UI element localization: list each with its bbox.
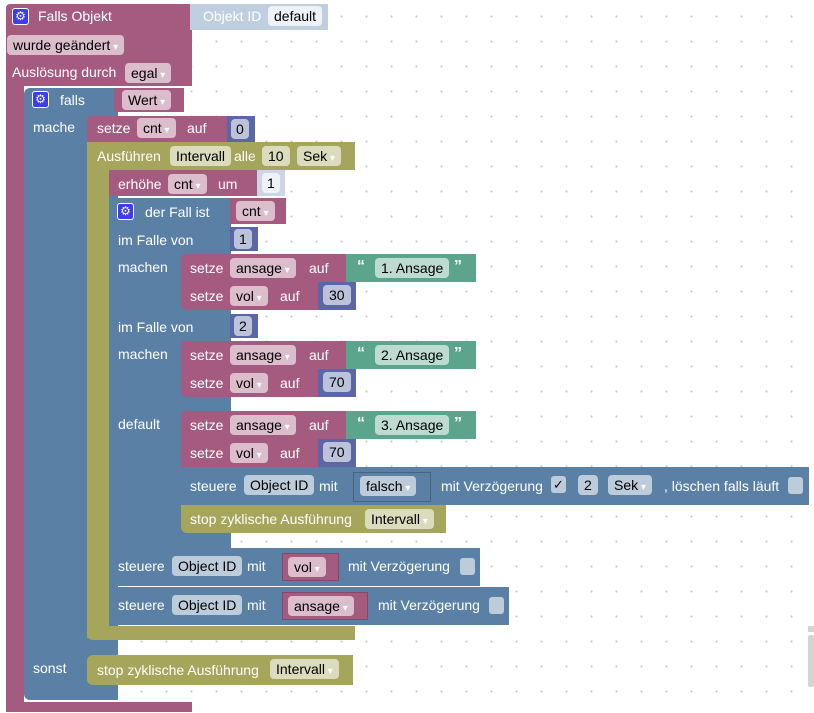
control-label: steuere xyxy=(118,597,165,613)
object-id-value[interactable]: default xyxy=(268,6,323,26)
vol-var-dropdown[interactable]: vol xyxy=(230,443,268,463)
to-label: auf xyxy=(187,120,207,136)
vertical-scrollbar[interactable] xyxy=(808,635,814,687)
control-label: steuere xyxy=(118,558,165,574)
increment-label: erhöhe xyxy=(118,176,162,192)
trigger-title: Falls Objekt xyxy=(38,8,112,24)
to-label: auf xyxy=(280,375,300,391)
default-label: default xyxy=(118,416,161,432)
case-value[interactable]: 2 xyxy=(234,316,252,336)
to-label: auf xyxy=(309,347,329,363)
gear-icon[interactable]: ⚙ xyxy=(117,203,134,220)
set-label: setze xyxy=(190,445,224,461)
interval-value-field[interactable]: 10 xyxy=(262,146,290,166)
quote-close-icon: ” xyxy=(454,415,462,432)
ansage-var-dropdown[interactable]: ansage xyxy=(230,258,296,278)
interval-name-field[interactable]: Intervall xyxy=(170,146,232,166)
interval-label: Ausführen xyxy=(97,148,161,164)
by-label: um xyxy=(218,176,238,192)
to-label: auf xyxy=(280,288,300,304)
quote-close-icon: ” xyxy=(454,345,462,362)
if-label: falls xyxy=(60,92,85,108)
quote-open-icon: “ xyxy=(357,415,365,432)
to-label: auf xyxy=(309,260,329,276)
vol-value[interactable]: 30 xyxy=(323,285,351,305)
delay-label: mit Verzögerung xyxy=(441,478,543,494)
delay-checkbox[interactable] xyxy=(460,558,475,575)
trigger-block-bottom xyxy=(6,702,192,712)
vol-var-dropdown[interactable]: vol xyxy=(288,557,326,577)
switch-label: der Fall ist xyxy=(145,204,210,220)
quote-open-icon: “ xyxy=(357,345,365,362)
delay-checkbox[interactable]: ✓ xyxy=(551,476,566,493)
interval-unit-dropdown[interactable]: Sek xyxy=(297,146,341,166)
number-value[interactable]: 0 xyxy=(231,119,249,139)
ansage-var-dropdown[interactable]: ansage xyxy=(288,596,354,616)
stop-label: stop zyklische Ausführung xyxy=(97,662,259,678)
trigger-by-dropdown[interactable]: egal xyxy=(125,63,172,83)
delay-value-field[interactable]: 2 xyxy=(578,475,598,495)
object-id-label: Objekt ID xyxy=(203,8,262,24)
increment-var-dropdown[interactable]: cnt xyxy=(168,174,207,194)
set-label: setze xyxy=(190,347,224,363)
ansage-var-dropdown[interactable]: ansage xyxy=(230,415,296,435)
with-label: mit xyxy=(247,558,266,574)
object-id-field[interactable]: Object ID xyxy=(244,475,315,495)
text-value[interactable]: 3. Ansage xyxy=(375,415,450,435)
interval-block-bottom xyxy=(87,626,355,640)
case-label: im Falle von xyxy=(118,319,194,335)
case-value[interactable]: 1 xyxy=(234,229,252,249)
vol-value[interactable]: 70 xyxy=(323,372,351,392)
stop-name-dropdown[interactable]: Intervall xyxy=(270,659,339,679)
set-label: setze xyxy=(97,120,131,136)
control-label: steuere xyxy=(190,478,237,494)
vol-var-dropdown[interactable]: vol xyxy=(230,286,268,306)
stop-label: stop zyklische Ausführung xyxy=(190,511,352,527)
stop-name-dropdown[interactable]: Intervall xyxy=(365,509,434,529)
else-label: sonst xyxy=(33,660,67,676)
object-id-field[interactable]: Object ID xyxy=(172,595,243,615)
quote-close-icon: ” xyxy=(454,258,462,275)
with-label: mit xyxy=(319,478,338,494)
clear-checkbox[interactable] xyxy=(788,477,803,494)
quote-open-icon: “ xyxy=(357,258,365,275)
delay-unit-dropdown[interactable]: Sek xyxy=(608,475,652,495)
scrollbar-cap xyxy=(808,626,814,632)
set-label: setze xyxy=(190,417,224,433)
set-label: setze xyxy=(190,375,224,391)
trigger-block-left-arm xyxy=(6,80,24,710)
ansage-var-dropdown[interactable]: ansage xyxy=(230,345,296,365)
gear-icon[interactable]: ⚙ xyxy=(32,91,49,108)
to-label: auf xyxy=(280,445,300,461)
interval-block-arm xyxy=(87,168,109,638)
gear-icon[interactable]: ⚙ xyxy=(12,8,29,25)
set-label: setze xyxy=(190,288,224,304)
clear-label: , löschen falls läuft xyxy=(664,478,780,494)
increment-value[interactable]: 1 xyxy=(262,173,280,193)
trigger-by-label: Auslösung durch xyxy=(12,64,117,80)
switch-var-dropdown[interactable]: cnt xyxy=(236,201,275,221)
delay-label: mit Verzögerung xyxy=(348,558,450,574)
set-label: setze xyxy=(190,260,224,276)
boolean-dropdown[interactable]: falsch xyxy=(360,476,417,496)
to-label: auf xyxy=(309,417,329,433)
text-value[interactable]: 1. Ansage xyxy=(375,258,450,278)
text-value[interactable]: 2. Ansage xyxy=(375,345,450,365)
delay-label: mit Verzögerung xyxy=(378,597,480,613)
vol-value[interactable]: 70 xyxy=(323,442,351,462)
do-label: mache xyxy=(33,119,76,135)
do-case-label: machen xyxy=(118,259,168,275)
set-cnt-var-dropdown[interactable]: cnt xyxy=(137,118,176,138)
with-label: mit xyxy=(247,597,266,613)
condition-dropdown[interactable]: Wert xyxy=(122,90,172,110)
every-label: alle xyxy=(234,148,256,164)
case-label: im Falle von xyxy=(118,232,194,248)
delay-checkbox[interactable] xyxy=(489,597,504,614)
change-dropdown[interactable]: wurde geändert xyxy=(7,35,125,55)
vol-var-dropdown[interactable]: vol xyxy=(230,373,268,393)
do-case-label: machen xyxy=(118,346,168,362)
object-id-field[interactable]: Object ID xyxy=(172,556,243,576)
